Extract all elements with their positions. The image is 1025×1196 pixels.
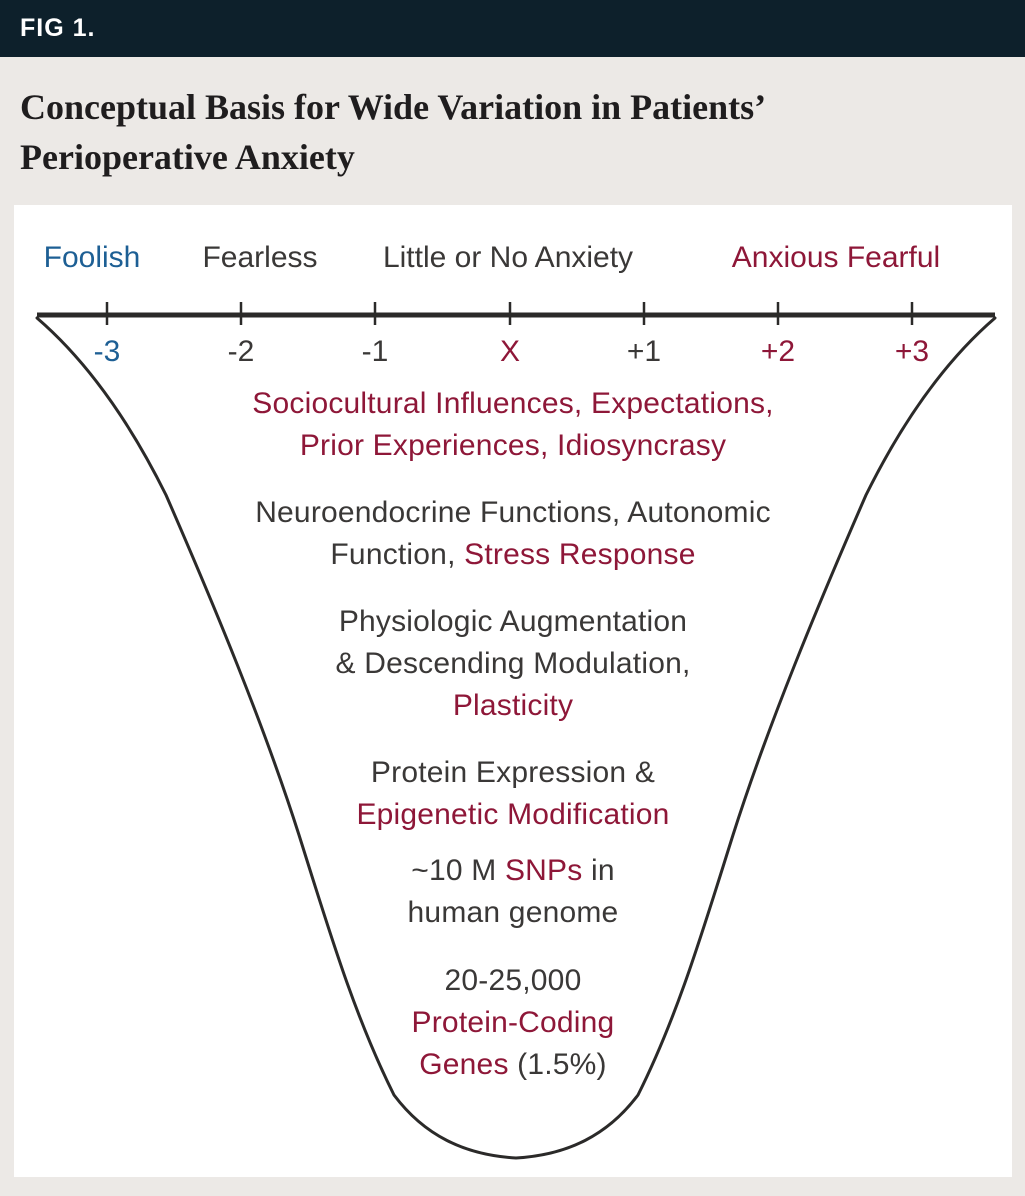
- level-text-segment: Function,: [330, 538, 465, 571]
- level-text-line: Neuroendocrine Functions, Autonomic: [255, 496, 771, 529]
- figure-title: Conceptual Basis for Wide Variation in P…: [20, 87, 767, 177]
- level-text-segment: in: [582, 854, 615, 887]
- distribution-curve: [35, 316, 997, 1160]
- spectrum-label-foolish: Foolish: [43, 241, 141, 274]
- level-text-line: Sociocultural Influences, Expectations,: [252, 387, 774, 420]
- level-genes: 20-25,000 Protein-Coding Genes (1.5%): [14, 960, 1012, 1086]
- level-text-line: Plasticity: [452, 689, 574, 722]
- tick-label-minus2: -2: [227, 335, 255, 368]
- tick-label-minus1: -1: [361, 335, 389, 368]
- level-snps: ~10 M SNPs in human genome: [14, 850, 1012, 934]
- level-text-line: 20-25,000: [444, 964, 582, 997]
- level-text-line: Physiologic Augmentation: [338, 605, 688, 638]
- level-text-line: Function, Stress Response: [14, 534, 1012, 576]
- level-text-segment: (1.5%): [508, 1048, 607, 1081]
- level-text-segment-highlight: SNPs: [504, 854, 583, 887]
- level-physiologic: Physiologic Augmentation & Descending Mo…: [14, 601, 1012, 727]
- level-text-line: Protein-Coding: [411, 1006, 615, 1039]
- spectrum-label-little-or-no-anxiety: Little or No Anxiety: [382, 241, 634, 274]
- tick-label-plus1: +1: [626, 335, 662, 368]
- level-text-segment: ~10 M: [411, 854, 505, 887]
- tick-label-minus3: -3: [93, 335, 121, 368]
- funnel-diagram-svg: [35, 302, 997, 1160]
- level-sociocultural: Sociocultural Influences, Expectations, …: [14, 383, 1012, 467]
- level-text-line: Prior Experiences, Idiosyncrasy: [299, 429, 727, 462]
- tick-label-x: X: [499, 335, 521, 368]
- tick-label-plus3: +3: [894, 335, 930, 368]
- level-text-line: ~10 M SNPs in: [14, 850, 1012, 892]
- level-text-segment-highlight: Genes: [419, 1048, 509, 1081]
- level-text-line: & Descending Modulation,: [335, 647, 691, 680]
- level-protein-expression: Protein Expression & Epigenetic Modifica…: [14, 752, 1012, 836]
- level-text-line: Epigenetic Modification: [356, 798, 670, 831]
- figure-label-bar: FIG 1.: [0, 0, 1025, 57]
- level-text-line: Genes (1.5%): [14, 1044, 1012, 1086]
- diagram-panel: Foolish Fearless Little or No Anxiety An…: [14, 205, 1012, 1177]
- level-neuroendocrine: Neuroendocrine Functions, Autonomic Func…: [14, 492, 1012, 576]
- tick-label-plus2: +2: [760, 335, 796, 368]
- spectrum-label-anxious-fearful: Anxious Fearful: [731, 241, 941, 274]
- level-text-line: Protein Expression &: [370, 756, 656, 789]
- figure-number-label: FIG 1.: [20, 14, 96, 42]
- spectrum-label-fearless: Fearless: [202, 241, 318, 274]
- level-text-line: human genome: [407, 896, 619, 929]
- level-text-segment-highlight: Stress Response: [464, 538, 696, 571]
